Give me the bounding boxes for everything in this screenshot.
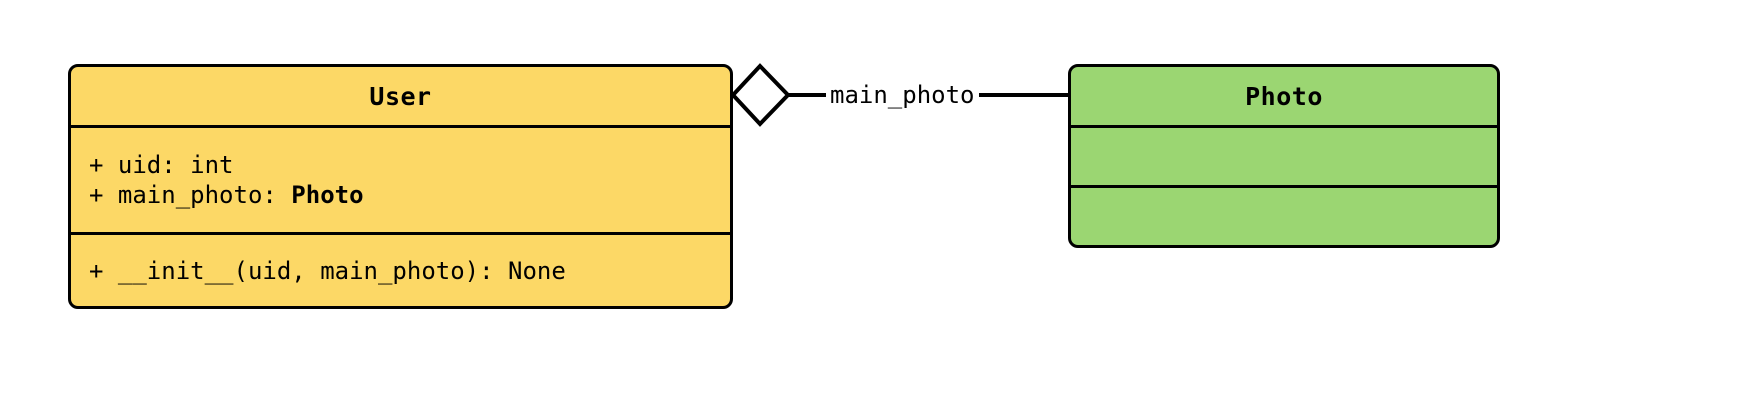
association-label-main-photo: main_photo (826, 80, 979, 110)
class-title-photo: Photo (1245, 81, 1323, 111)
class-title-user: User (369, 81, 432, 111)
class-operations-user: + __init__(uid, main_photo): None (71, 232, 730, 306)
attribute-row: + uid: int (89, 151, 234, 179)
class-attributes-user: + uid: int + main_photo: Photo (71, 125, 730, 232)
attribute-name: + main_photo: (89, 181, 292, 209)
uml-class-user[interactable]: User + uid: int + main_photo: Photo + __… (68, 64, 733, 309)
class-operations-photo (1071, 185, 1497, 245)
uml-class-photo[interactable]: Photo (1068, 64, 1500, 248)
attribute-row: + main_photo: Photo (89, 180, 730, 210)
aggregation-diamond-icon (730, 63, 791, 127)
operation-row: + __init__(uid, main_photo): None (89, 256, 566, 285)
class-attributes-photo (1071, 125, 1497, 185)
attribute-type: Photo (291, 181, 364, 209)
